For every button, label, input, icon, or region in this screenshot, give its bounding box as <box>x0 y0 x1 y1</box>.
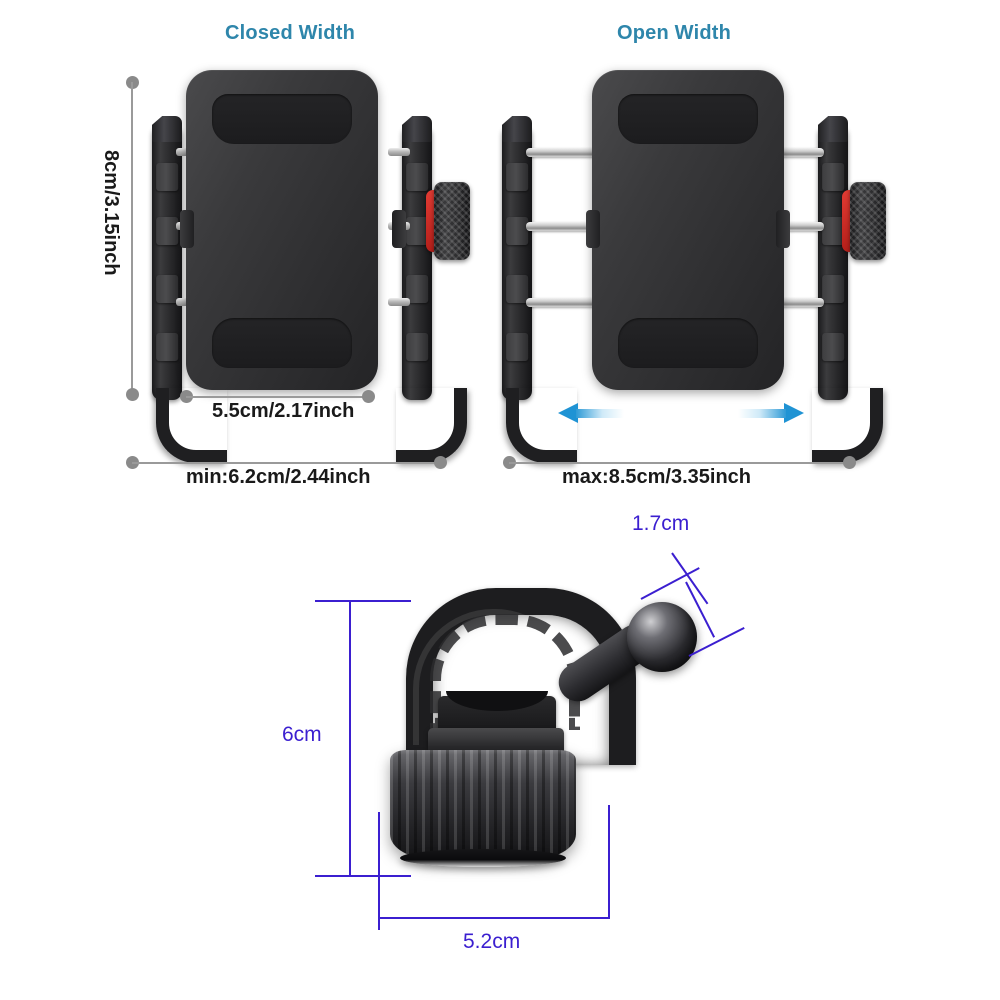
dimension-line-horizontal <box>509 462 847 464</box>
spreader-rod <box>526 148 606 157</box>
dimension-endpoint-dot <box>362 390 375 403</box>
adjuster-knob[interactable] <box>434 182 470 260</box>
adjuster-knob[interactable] <box>850 182 886 260</box>
latch-block-left <box>180 210 194 248</box>
spreader-rod <box>744 298 824 307</box>
clamp-foot-right <box>812 388 883 463</box>
mount-ball <box>627 602 697 672</box>
grip-pad-top <box>618 94 758 144</box>
clamp-foot-right <box>396 388 467 463</box>
open-width-title: Open Width <box>617 22 732 44</box>
clamp-arm-left <box>502 116 532 400</box>
spreader-rod <box>526 222 606 231</box>
dimension-endpoint-dot <box>843 456 856 469</box>
clamp-arm-left <box>152 116 182 400</box>
extension-line-top <box>315 600 411 602</box>
dimension-line-vertical <box>349 600 351 876</box>
latch-block-left <box>586 210 600 248</box>
extension-line-bottom <box>315 875 411 877</box>
clamp-arm-right <box>818 116 848 400</box>
spreader-rod <box>744 148 824 157</box>
extension-line-right <box>608 805 610 917</box>
spreader-rod-stub <box>388 148 410 156</box>
dimension-line-horizontal <box>378 917 610 919</box>
closed-inner-width-label: 5.5cm/2.17inch <box>212 400 355 422</box>
grip-pad-top <box>212 94 352 144</box>
closed-outer-width-label: min:6.2cm/2.44inch <box>186 466 371 488</box>
grip-pad-bottom <box>212 318 352 368</box>
holder-back-plate <box>186 70 378 390</box>
closed-height-label: 8cm/3.15inch <box>100 150 122 276</box>
arrow-left-icon <box>558 403 624 423</box>
mount-base <box>390 750 576 867</box>
ball-diameter-label: 1.7cm <box>632 512 690 535</box>
dimension-endpoint-dot <box>434 456 447 469</box>
closed-width-title: Closed Width <box>225 22 355 44</box>
spreader-rod <box>526 298 606 307</box>
dimension-line-horizontal <box>132 462 438 464</box>
holder-back-plate <box>592 70 784 390</box>
handlebar-mount <box>370 570 710 910</box>
clamp-arm-right <box>402 116 432 400</box>
spreader-rod-stub <box>388 298 410 306</box>
phone-holder-open <box>500 70 886 463</box>
mount-height-label: 6cm <box>282 723 322 746</box>
open-outer-width-label: max:8.5cm/3.35inch <box>562 466 751 488</box>
latch-block-right <box>392 210 406 248</box>
dimension-line-horizontal <box>186 396 366 398</box>
mount-base-width-label: 5.2cm <box>463 930 521 953</box>
arrow-right-icon <box>738 403 804 423</box>
grip-pad-bottom <box>618 318 758 368</box>
dimension-line-vertical <box>131 82 133 392</box>
latch-block-right <box>776 210 790 248</box>
extension-line-left <box>378 812 380 930</box>
clamp-foot-left <box>506 388 577 463</box>
dimension-endpoint-dot <box>126 388 139 401</box>
phone-holder-closed <box>150 70 470 463</box>
